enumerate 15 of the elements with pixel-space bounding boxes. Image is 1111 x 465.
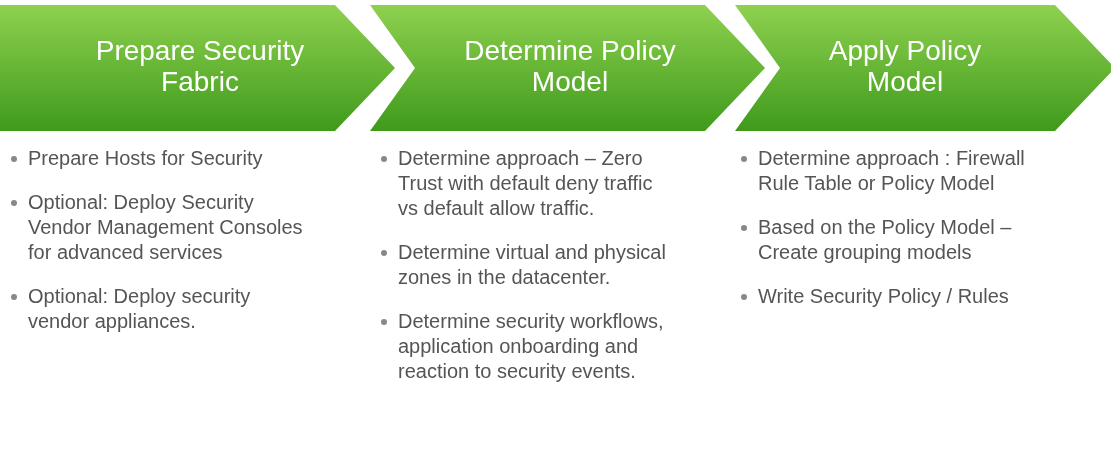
bullet-text: Write Security Policy / Rules (758, 285, 1009, 307)
step-title: Apply Policy Model (827, 35, 983, 97)
bullet-text: Determine approach – Zero Trust with default deny traffic vs default allow traffic. (398, 147, 653, 219)
step-title: Determine Policy Model (463, 35, 677, 97)
bullet-text: Based on the Policy Model – Create grouping models (758, 216, 1012, 263)
step-title: Prepare Security Fabric (94, 35, 306, 97)
bullet-text: Determine approach : Firewall Rule Table or Policy Model (758, 147, 1025, 194)
chevron-step (0, 5, 395, 131)
chevron-step (735, 5, 1111, 131)
bullet-text: Determine virtual and physical zones in the datacenter. (398, 241, 666, 288)
bullet-text: Optional: Deploy security vendor appliances. (28, 285, 251, 332)
chevron-step (370, 5, 765, 131)
bullet-text: Optional: Deploy Security Vendor Management Consoles for advanced services (28, 191, 303, 263)
bullet-text: Prepare Hosts for Security (28, 147, 263, 169)
bullet-text: Determine security workflows, application onboarding and reaction to security events. (398, 310, 664, 382)
